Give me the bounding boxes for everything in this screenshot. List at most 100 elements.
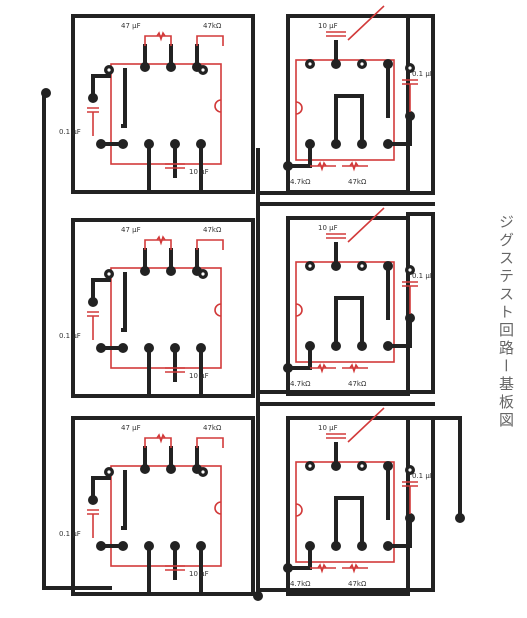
module-traces — [91, 476, 203, 596]
bottom-terminal-pad — [253, 591, 263, 601]
ic-outline — [295, 261, 395, 363]
ic-top-left-pin-hole — [107, 470, 111, 474]
cap-01uf-label: 0.1 μF — [412, 272, 434, 280]
cap-10uf-top — [326, 433, 346, 439]
right-cap-pad-top-hole — [408, 268, 412, 272]
res-47k-label: 47kΩ — [203, 424, 222, 432]
module-frame-wire — [71, 416, 255, 596]
cap-10uf-top — [326, 31, 346, 37]
right-module-1: 10 μF 0.1 μF 4.7kΩ 47kΩ — [283, 5, 434, 194]
cap-10uf-top — [326, 233, 346, 239]
cap-01uf-right — [402, 79, 418, 112]
ic-notch — [295, 303, 303, 317]
res-4k7-label: 4.7kΩ — [290, 178, 311, 186]
cap-01uf-left — [87, 509, 99, 538]
module-traces — [286, 242, 364, 370]
center-trace — [121, 68, 127, 128]
ic-notch — [214, 501, 222, 515]
res-4k7-bottom — [310, 563, 336, 574]
res-47k-label: 47kΩ — [348, 178, 367, 186]
res-47k-bottom — [342, 161, 368, 172]
ic-outline — [295, 59, 395, 161]
ic-top-left-pin-hole — [107, 272, 111, 276]
cap-47uf-top — [144, 433, 172, 448]
module-frame-wire — [71, 14, 255, 194]
module-frame-wire — [71, 218, 255, 398]
diagram-title: ジグステスト回路ー基板図 — [497, 214, 515, 430]
ic-notch — [214, 99, 222, 113]
lead-arrow — [347, 407, 385, 443]
res-4k7-label: 4.7kΩ — [290, 380, 311, 388]
cap-10uf-label: 10 μF — [318, 224, 338, 232]
ic-top-pin-3-hole — [360, 464, 364, 468]
res-4k7-label: 4.7kΩ — [290, 580, 311, 588]
cap-01uf-label: 0.1 μF — [412, 472, 434, 480]
ic-top-right-pin-hole — [201, 68, 205, 72]
module-traces — [286, 442, 364, 570]
cap-10uf-label: 10 μF — [189, 570, 209, 578]
cap-47uf-top — [144, 235, 172, 250]
left-terminal-pad — [41, 88, 51, 98]
cap-01uf-label: 0.1 μF — [59, 332, 81, 340]
right-cap-pad-top-hole — [408, 468, 412, 472]
ic-top-left-pin-hole — [107, 68, 111, 72]
module-traces — [286, 40, 364, 168]
lead-arrow — [347, 5, 385, 41]
lead-arrow — [347, 207, 385, 243]
cap-01uf-label: 0.1 μF — [59, 530, 81, 538]
ic-top-right-pin-hole — [201, 272, 205, 276]
left-bus-wire — [42, 93, 112, 590]
ic-outline — [110, 63, 222, 165]
cap-01uf-right — [402, 481, 418, 514]
ic-top-pin-1-hole — [308, 62, 312, 66]
cap-01uf-label: 0.1 μF — [412, 70, 434, 78]
cap-01uf-right — [402, 281, 418, 314]
cap-47uf-top — [144, 31, 172, 46]
right-bottom-inner-wire — [256, 416, 435, 592]
right-bottom-outer-wire — [406, 416, 462, 519]
cap-01uf-label: 0.1 μF — [59, 128, 81, 136]
ic-notch — [295, 101, 303, 115]
res-47k-bottom — [342, 363, 368, 374]
resistor-top-right — [196, 239, 224, 250]
cap-10uf-label: 10 μF — [189, 168, 209, 176]
right-top-outer-wire — [256, 14, 435, 195]
cap-01uf-left — [87, 107, 99, 136]
res-47k-label: 47kΩ — [203, 226, 222, 234]
right-traces — [386, 464, 412, 548]
cap-10uf-bottom — [165, 163, 185, 169]
module-traces — [91, 278, 203, 398]
cap-10uf-label: 10 μF — [318, 424, 338, 432]
right-cap-pad-top-hole — [408, 66, 412, 70]
right-terminal-pad — [455, 513, 465, 523]
resistor-top-right — [196, 437, 224, 448]
ic-top-pin-1-hole — [308, 264, 312, 268]
resistor-top-right — [196, 35, 224, 46]
cap-01uf-left — [87, 311, 99, 340]
module-frame-wire — [286, 416, 410, 596]
center-trace — [121, 272, 127, 332]
ic-top-pin-1-hole — [308, 464, 312, 468]
ic-top-pin-3-hole — [360, 264, 364, 268]
res-4k7-bottom — [310, 363, 336, 374]
res-47k-label: 47kΩ — [348, 580, 367, 588]
ic-outline — [110, 465, 222, 567]
cap-10uf-bottom — [165, 367, 185, 373]
cap-47uf-label: 47 μF — [121, 22, 141, 30]
ic-top-right-pin-hole — [201, 470, 205, 474]
res-47k-bottom — [342, 563, 368, 574]
left-module-3: 47 μF 47kΩ 0.1 μF 10 μF — [59, 416, 255, 596]
right-traces — [386, 62, 412, 146]
cap-10uf-label: 10 μF — [318, 22, 338, 30]
right-module-3: 10 μF 0.1 μF 4.7kΩ 47kΩ — [283, 407, 434, 596]
right-mid-outer-wire — [256, 212, 435, 394]
cap-47uf-label: 47 μF — [121, 226, 141, 234]
cap-10uf-bottom — [165, 565, 185, 571]
cap-47uf-label: 47 μF — [121, 424, 141, 432]
ic-top-pin-3-hole — [360, 62, 364, 66]
center-trace — [121, 470, 127, 530]
